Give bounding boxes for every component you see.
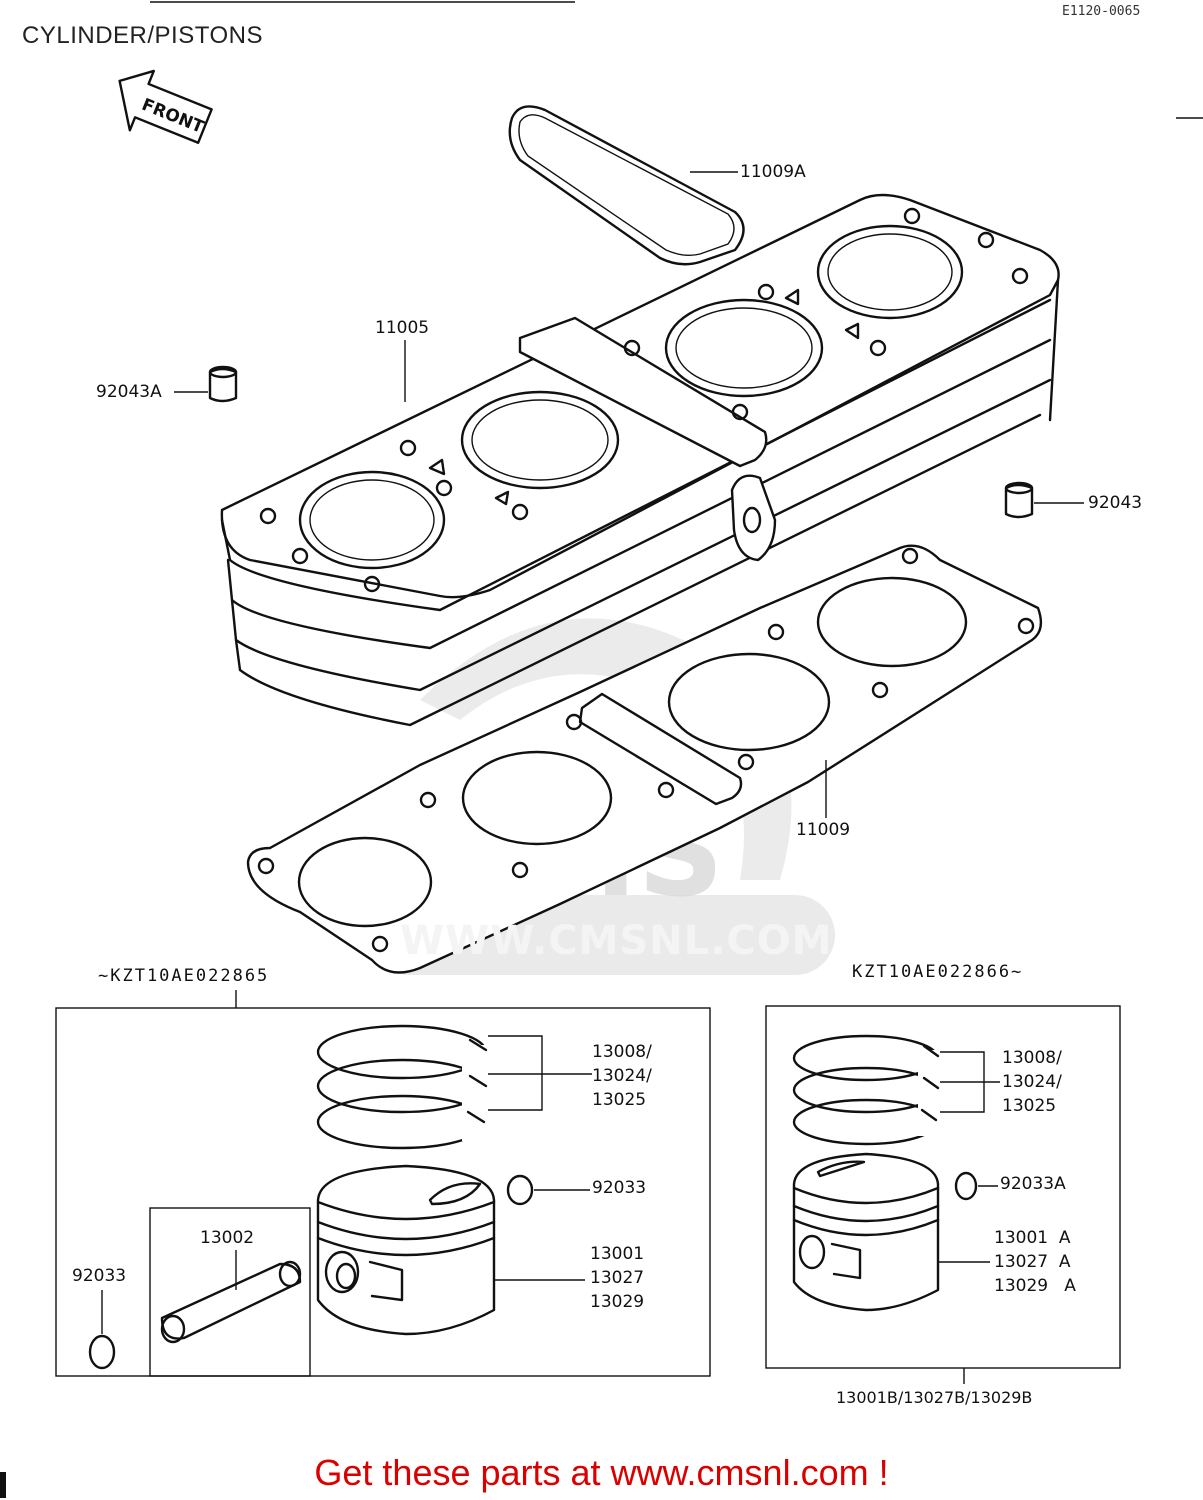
- label-left-pin-clip[interactable]: 92033: [72, 1266, 127, 1286]
- cylinder-block: [220, 193, 1060, 727]
- label-right-piston-2[interactable]: 13027 A: [994, 1252, 1071, 1272]
- dowel-pin: [1004, 481, 1034, 519]
- label-left-clip[interactable]: 92033: [592, 1178, 647, 1198]
- serial-right: KZT10AE022866~: [852, 962, 1024, 982]
- piston-right: [792, 1152, 940, 1312]
- serial-left: ~KZT10AE022865: [98, 966, 270, 986]
- label-left-ring-2[interactable]: 13024/: [592, 1066, 652, 1086]
- label-left-piston-2[interactable]: 13027: [590, 1268, 645, 1288]
- piston-pin: [160, 1260, 302, 1344]
- label-11009a[interactable]: 11009A: [740, 162, 806, 182]
- label-right-bottom[interactable]: 13001B/13027B/13029B: [836, 1388, 1033, 1407]
- head-gasket-small: [508, 105, 745, 266]
- label-right-clip[interactable]: 92033A: [1000, 1174, 1066, 1194]
- label-left-piston-3[interactable]: 13029: [590, 1292, 645, 1312]
- label-left-piston-1[interactable]: 13001: [590, 1244, 645, 1264]
- front-arrow-icon: FRONT: [118, 69, 213, 144]
- label-left-pin[interactable]: 13002: [200, 1228, 255, 1248]
- label-right-piston-3[interactable]: 13029 A: [994, 1276, 1076, 1296]
- circlip-right: [954, 1171, 978, 1201]
- page-title: CYLINDER/PISTONS: [22, 22, 263, 49]
- label-right-piston-1[interactable]: 13001 A: [994, 1228, 1071, 1248]
- footer-cta-link[interactable]: Get these parts at www.cmsnl.com !: [314, 1452, 889, 1493]
- label-left-ring-3[interactable]: 13025: [592, 1090, 647, 1110]
- piston-rings-left: [316, 1024, 488, 1150]
- label-11009[interactable]: 11009: [796, 820, 851, 840]
- base-gasket: [246, 544, 1043, 974]
- dowel-pin-a: [208, 365, 238, 403]
- piston-left: [316, 1164, 496, 1336]
- label-left-ring-1[interactable]: 13008/: [592, 1042, 652, 1062]
- watermark-text: WWW.CMSNL.COM: [400, 918, 833, 964]
- edge-mark: [0, 1472, 6, 1498]
- circlip-pin: [88, 1334, 116, 1370]
- label-right-ring-1[interactable]: 13008/: [1002, 1048, 1062, 1068]
- circlip-left: [506, 1174, 534, 1206]
- label-92043[interactable]: 92043: [1088, 493, 1143, 513]
- label-right-ring-3[interactable]: 13025: [1002, 1096, 1057, 1116]
- label-11005[interactable]: 11005: [375, 318, 430, 338]
- label-92043a[interactable]: 92043A: [96, 382, 162, 402]
- diagram-code: E1120-0065: [1062, 4, 1141, 19]
- piston-rings-right: [792, 1034, 940, 1146]
- label-right-ring-2[interactable]: 13024/: [1002, 1072, 1062, 1092]
